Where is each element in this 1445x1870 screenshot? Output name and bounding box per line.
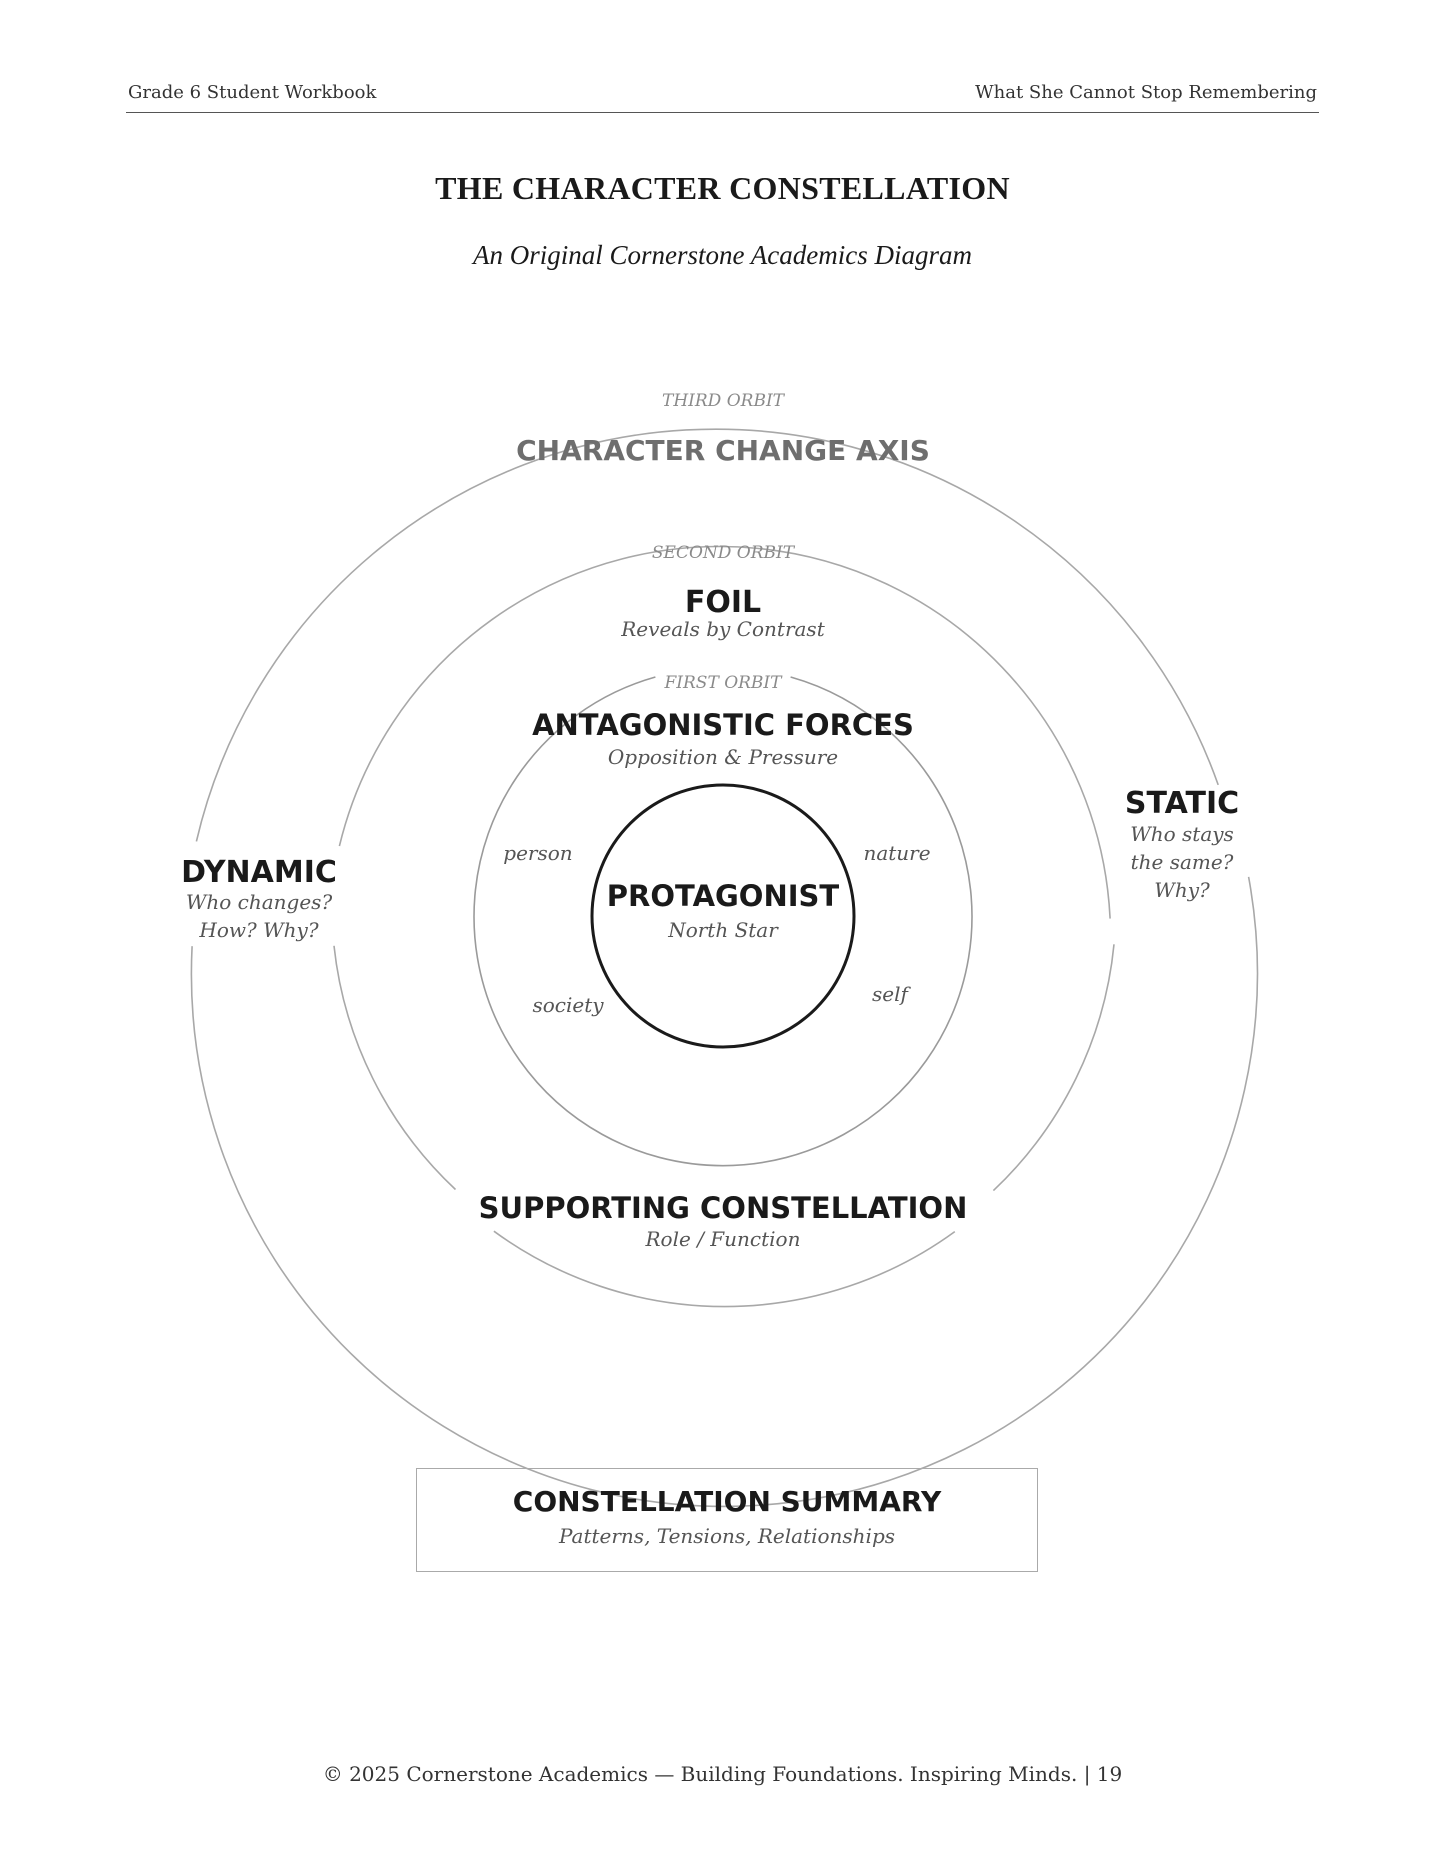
static-question-2: the same?: [1131, 850, 1234, 874]
header-left: Grade 6 Student Workbook: [128, 82, 377, 103]
foil-description: Reveals by Contrast: [620, 617, 825, 641]
force-person: person: [503, 841, 572, 865]
first-orbit-label: FIRST ORBIT: [664, 673, 784, 693]
constellation-summary-box: CONSTELLATION SUMMARY Patterns, Tensions…: [416, 1468, 1038, 1572]
third-orbit-ring: [195, 428, 1219, 842]
protagonist-description: North Star: [667, 918, 779, 942]
second-orbit-ring-bottom: [493, 1230, 956, 1308]
protagonist-label: PROTAGONIST: [607, 879, 840, 913]
protagonist-circle: [590, 783, 856, 1049]
force-society: society: [532, 993, 604, 1017]
antagonistic-forces-label: ANTAGONISTIC FORCES: [532, 708, 914, 742]
supporting-constellation-label: SUPPORTING CONSTELLATION: [479, 1191, 968, 1225]
static-label: STATIC: [1125, 786, 1239, 821]
dynamic-label: DYNAMIC: [181, 855, 337, 890]
second-orbit-ring-right: [992, 944, 1115, 1192]
force-self: self: [872, 982, 911, 1006]
summary-title: CONSTELLATION SUMMARY: [512, 1485, 942, 1518]
page-subtitle: An Original Cornerstone Academics Diagra…: [473, 240, 972, 270]
static-question-3: Why?: [1154, 878, 1210, 902]
foil-label: FOIL: [685, 585, 761, 620]
second-orbit-ring: [338, 545, 1111, 919]
third-orbit-ring-lower: [190, 876, 1259, 1508]
second-orbit-label: SECOND ORBIT: [652, 543, 796, 563]
dynamic-question-1: Who changes?: [186, 890, 333, 914]
second-orbit-ring-left: [333, 945, 457, 1191]
antagonistic-forces-description: Opposition & Pressure: [608, 745, 838, 769]
static-question-1: Who stays: [1130, 822, 1234, 846]
dynamic-question-2: How? Why?: [198, 918, 318, 942]
page-footer: © 2025 Cornerstone Academics — Building …: [322, 1762, 1123, 1786]
header-right: What She Cannot Stop Remembering: [975, 82, 1317, 103]
page-header: Grade 6 Student Workbook What She Cannot…: [126, 82, 1319, 113]
third-orbit-label: THIRD ORBIT: [662, 391, 786, 411]
force-nature: nature: [863, 841, 930, 865]
character-change-axis-label: CHARACTER CHANGE AXIS: [516, 434, 930, 467]
supporting-constellation-description: Role / Function: [645, 1227, 801, 1251]
summary-subtitle: Patterns, Tensions, Relationships: [558, 1524, 896, 1548]
page-title: THE CHARACTER CONSTELLATION: [435, 170, 1010, 206]
first-orbit-ring: [473, 676, 973, 1167]
